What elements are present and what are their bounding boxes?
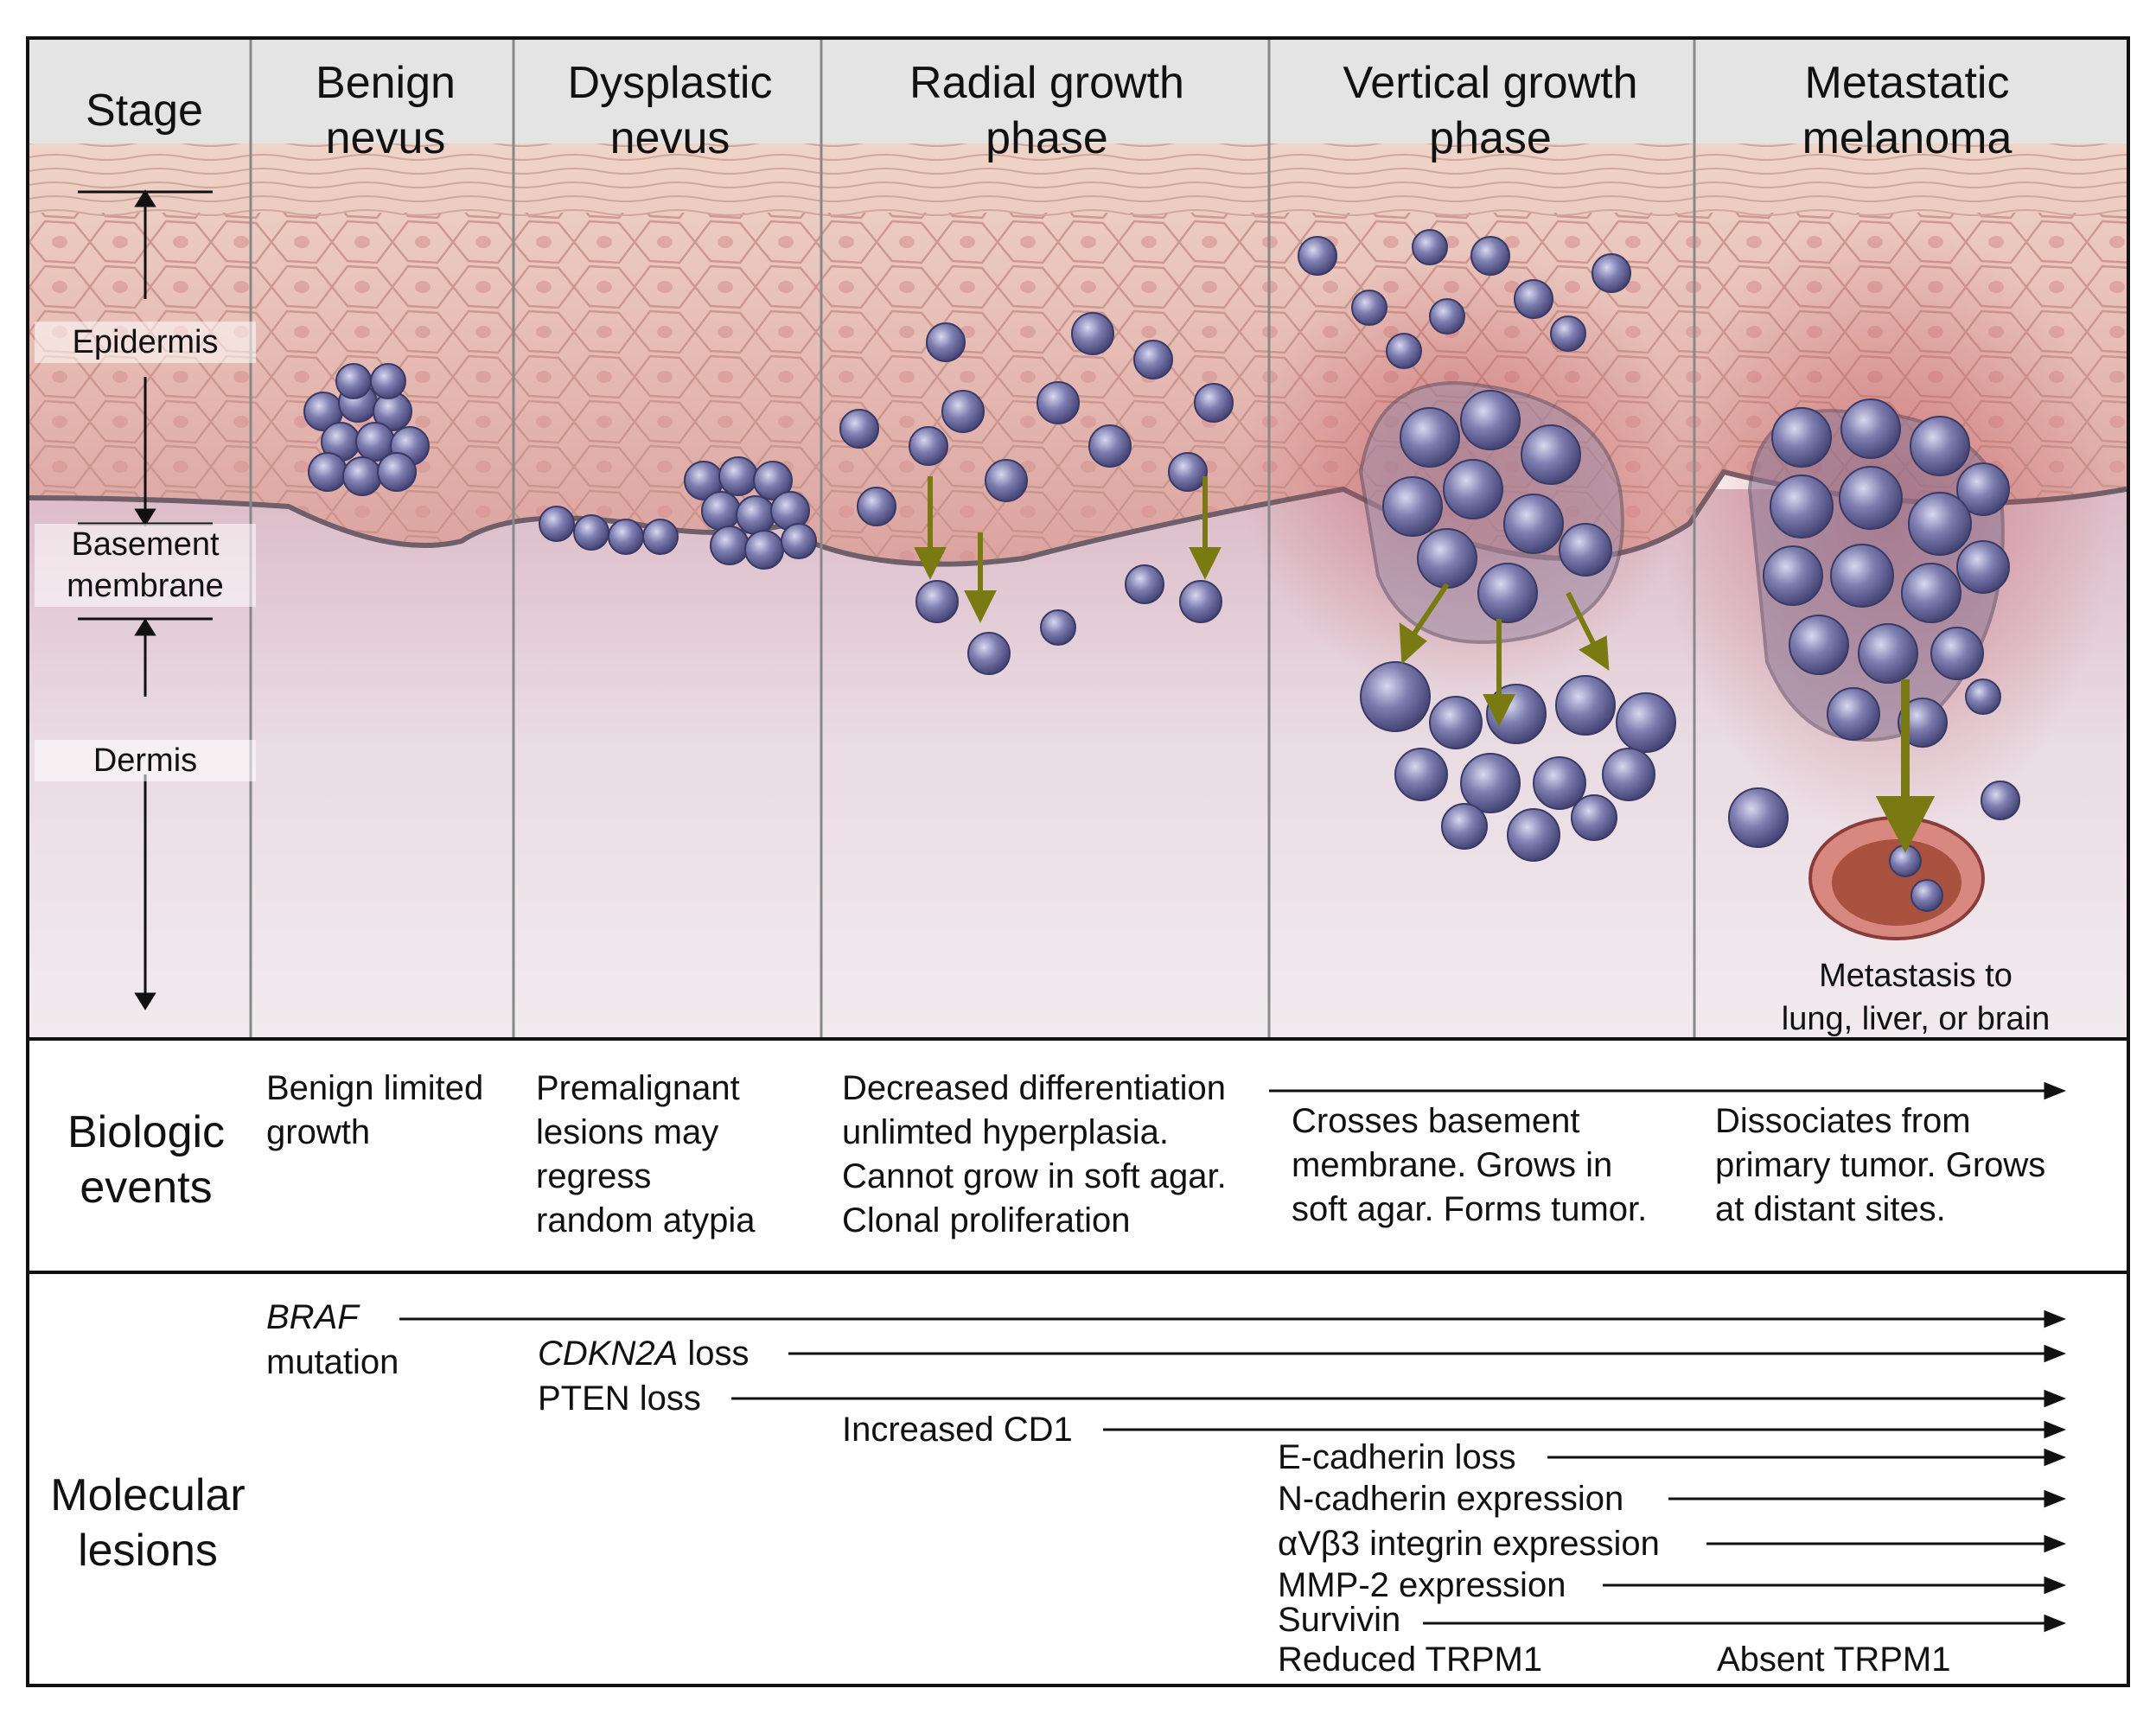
biologic-event-metastatic: Dissociates from primary tumor. Grows at…: [1715, 1102, 2046, 1228]
biologic-event-benign: Benign limited growth: [266, 1069, 484, 1151]
mmp2-expression-label: MMP-2 expression: [1278, 1566, 1566, 1604]
epidermis-label: Epidermis: [35, 322, 256, 363]
basement-membrane-label: Basement membrane: [35, 524, 256, 607]
braf-gene-label: BRAF: [266, 1298, 359, 1336]
biologic-event-radial: Decreased differentiation unlimted hyper…: [842, 1069, 1227, 1239]
reduced-trpm1-label: Reduced TRPM1: [1278, 1641, 1543, 1679]
absent-trpm1-label: Absent TRPM1: [1717, 1641, 1951, 1679]
biologic-event-vertical: Crosses basement membrane. Grows in soft…: [1292, 1102, 1648, 1228]
divider-biologic: [26, 1271, 2130, 1274]
divider-illustration: [26, 1037, 2130, 1041]
molecular-lesions-header: Molecular lesions: [50, 1470, 246, 1576]
increased-cd1-label: Increased CD1: [842, 1411, 1073, 1449]
skin-cross-section-illustration: [29, 40, 2127, 1037]
stage-radial-growth-phase: Radial growth phase: [909, 58, 1184, 163]
dermis-label: Dermis: [35, 740, 256, 781]
biologic-events-header: Biologic events: [67, 1107, 226, 1213]
cdkn2a-suffix: loss: [678, 1335, 749, 1373]
stage-vertical-growth-phase: Vertical growth phase: [1343, 58, 1638, 163]
stage-header: Stage: [86, 86, 203, 136]
stage-benign-nevus: Benign nevus: [316, 58, 456, 163]
metastasis-label: Metastasis to lung, liver, or brain: [1781, 958, 2051, 1037]
e-cadherin-loss-label: E-cadherin loss: [1278, 1438, 1516, 1476]
stage-metastatic-melanoma: Metastatic melanoma: [1802, 58, 2012, 163]
figure-frame: [26, 36, 2130, 1687]
cdkn2a-loss-label: CDKN2A loss: [538, 1333, 749, 1374]
biologic-event-dysplastic: Premalignant lesions may regress random …: [536, 1069, 756, 1239]
cdkn2a-gene: CDKN2A: [538, 1335, 679, 1373]
integrin-expression-label: αVβ3 integrin expression: [1278, 1525, 1660, 1563]
stage-dysplastic-nevus: Dysplastic nevus: [567, 58, 773, 163]
braf-mutation-label: mutation: [266, 1343, 399, 1381]
n-cadherin-expression-label: N-cadherin expression: [1278, 1480, 1624, 1518]
pten-loss-label: PTEN loss: [538, 1379, 701, 1418]
survivin-label: Survivin: [1278, 1601, 1401, 1639]
